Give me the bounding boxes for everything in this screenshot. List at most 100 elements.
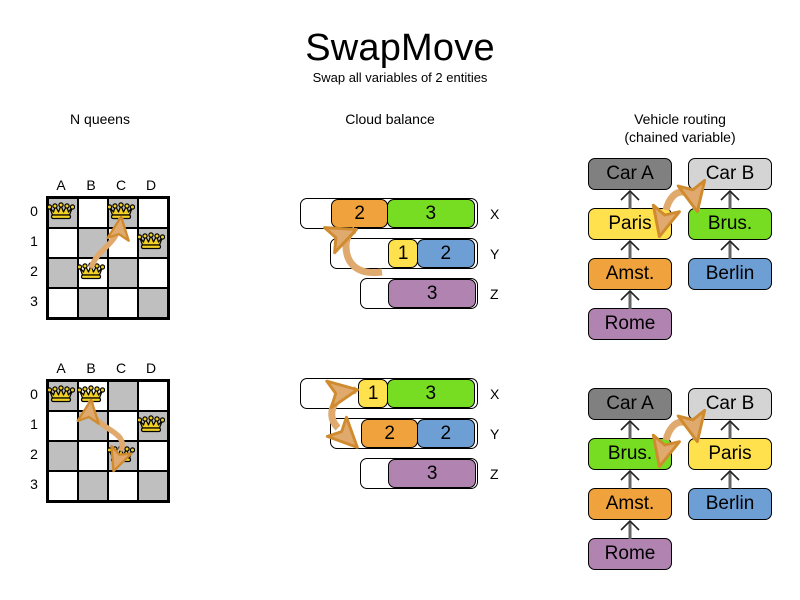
board-cell-A3[interactable] [48, 471, 78, 501]
cloud-segment-y-0[interactable]: 2 [361, 419, 419, 448]
cloud-bar-label-y: Y [490, 246, 500, 262]
board-rank-label-1: 1 [30, 233, 38, 249]
cloud-segment-y-1[interactable]: 2 [416, 239, 475, 268]
routing-node-b-1[interactable]: Brus. [688, 208, 772, 240]
cloud-segment-z-0[interactable]: 3 [388, 279, 477, 308]
column-heading-vehicle-routing-sub: (chained variable) [624, 129, 736, 145]
board-cell-D0[interactable] [138, 198, 168, 228]
board-cell-B3[interactable] [78, 471, 108, 501]
board-cell-C2[interactable] [108, 258, 138, 288]
cloud-segment-blank [361, 279, 390, 308]
board-rank-label-0: 0 [30, 386, 38, 402]
chessboard [46, 379, 170, 503]
cloud-bar-label-y: Y [490, 426, 500, 442]
column-heading-vehicle-routing: Vehicle routing [634, 111, 726, 127]
board-cell-D3[interactable] [138, 471, 168, 501]
cloud-segment-blank [331, 419, 363, 448]
board-rank-label-3: 3 [30, 293, 38, 309]
board-cell-C2[interactable] [108, 441, 138, 471]
routing-node-a-0[interactable]: Car A [588, 158, 672, 190]
board-cell-A1[interactable] [48, 411, 78, 441]
routing-node-b-2[interactable]: Berlin [688, 258, 772, 290]
board-cell-D2[interactable] [138, 441, 168, 471]
board-cell-C3[interactable] [108, 471, 138, 501]
board-cell-A1[interactable] [48, 228, 78, 258]
board-cell-C1[interactable] [108, 411, 138, 441]
board-cell-D1[interactable] [138, 411, 168, 441]
board-cell-C0[interactable] [108, 381, 138, 411]
page-subtitle: Swap all variables of 2 entities [312, 70, 488, 85]
cloud-bar-z[interactable]: 3 [360, 278, 478, 309]
board-cell-B3[interactable] [78, 288, 108, 318]
routing-arrow-b-1 [715, 419, 745, 439]
board-cell-A2[interactable] [48, 258, 78, 288]
routing-arrow-b-1 [715, 189, 745, 209]
board-cell-A0[interactable] [48, 198, 78, 228]
cloud-segment-y-1[interactable]: 2 [416, 419, 475, 448]
routing-node-b-2[interactable]: Berlin [688, 488, 772, 520]
routing-arrow-b-2 [715, 239, 745, 259]
routing-node-b-0[interactable]: Car B [688, 158, 772, 190]
board-cell-B2[interactable] [78, 441, 108, 471]
routing-node-a-0[interactable]: Car A [588, 388, 672, 420]
board-cell-D1[interactable] [138, 228, 168, 258]
routing-arrow-a-2 [615, 469, 645, 489]
cloud-segment-z-0[interactable]: 3 [388, 459, 477, 488]
cloud-bar-label-x: X [490, 386, 500, 402]
board-cell-D3[interactable] [138, 288, 168, 318]
routing-node-b-1[interactable]: Paris [688, 438, 772, 470]
board-cell-A3[interactable] [48, 288, 78, 318]
board-cell-B1[interactable] [78, 228, 108, 258]
board-cell-B0[interactable] [78, 381, 108, 411]
cloud-segment-y-0[interactable]: 1 [388, 239, 419, 268]
board-cell-A0[interactable] [48, 381, 78, 411]
board-file-label-a: A [56, 177, 66, 193]
cloud-segment-x-0[interactable]: 2 [331, 199, 389, 228]
cloud-segment-x-0[interactable]: 1 [358, 379, 389, 408]
cloud-segment-x-1[interactable]: 3 [386, 199, 475, 228]
board-rank-label-2: 2 [30, 446, 38, 462]
cloud-segment-blank [301, 199, 333, 228]
cloud-bar-label-z: Z [490, 466, 499, 482]
routing-node-a-3[interactable]: Rome [588, 538, 672, 570]
cloud-segment-blank [361, 459, 390, 488]
routing-node-a-2[interactable]: Amst. [588, 488, 672, 520]
cloud-bar-label-z: Z [490, 286, 499, 302]
board-file-label-d: D [145, 177, 157, 193]
board-rank-label-0: 0 [30, 203, 38, 219]
board-cell-D0[interactable] [138, 381, 168, 411]
cloud-bar-z[interactable]: 3 [360, 458, 478, 489]
routing-node-a-3[interactable]: Rome [588, 308, 672, 340]
routing-node-a-2[interactable]: Amst. [588, 258, 672, 290]
cloud-segment-blank [301, 379, 360, 408]
board-cell-B0[interactable] [78, 198, 108, 228]
cloud-segment-blank [331, 239, 390, 268]
page-title: SwapMove [305, 27, 495, 69]
board-rank-label-3: 3 [30, 476, 38, 492]
routing-node-b-0[interactable]: Car B [688, 388, 772, 420]
board-rank-label-1: 1 [30, 416, 38, 432]
board-cell-C0[interactable] [108, 198, 138, 228]
column-heading-cloud-balance: Cloud balance [345, 111, 435, 127]
chessboard [46, 196, 170, 320]
board-file-label-a: A [56, 360, 66, 376]
board-cell-D2[interactable] [138, 258, 168, 288]
cloud-segment-x-1[interactable]: 3 [386, 379, 475, 408]
board-cell-C1[interactable] [108, 228, 138, 258]
routing-node-a-1[interactable]: Paris [588, 208, 672, 240]
board-cell-B1[interactable] [78, 411, 108, 441]
board-cell-A2[interactable] [48, 441, 78, 471]
board-cell-B2[interactable] [78, 258, 108, 288]
routing-arrow-a-3 [615, 289, 645, 309]
board-rank-label-2: 2 [30, 263, 38, 279]
board-file-label-b: B [86, 177, 96, 193]
column-heading-n-queens: N queens [70, 111, 130, 127]
board-file-label-c: C [115, 177, 127, 193]
routing-node-a-1[interactable]: Brus. [588, 438, 672, 470]
board-cell-C3[interactable] [108, 288, 138, 318]
